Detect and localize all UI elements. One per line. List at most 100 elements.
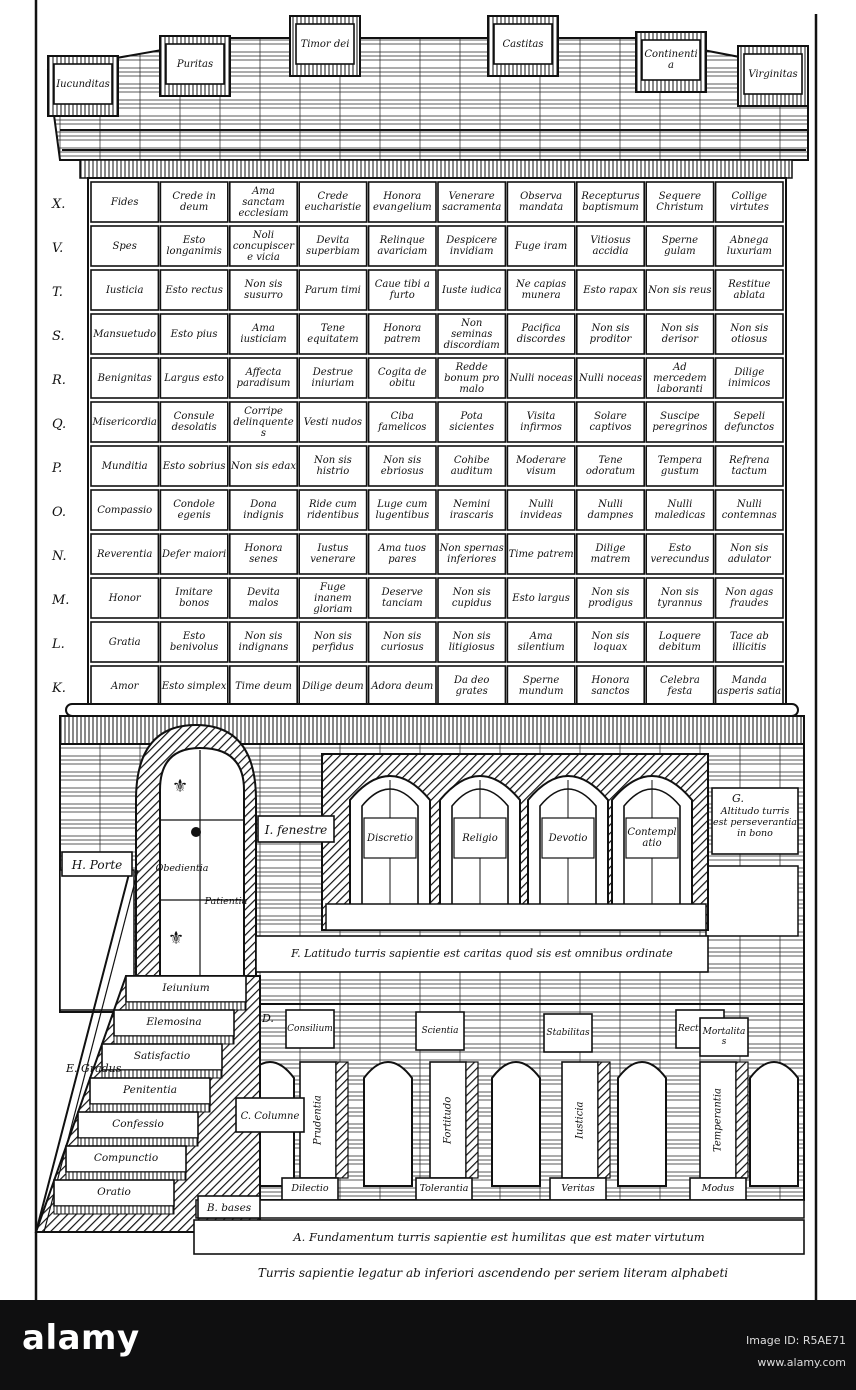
virtue-text: Non sis ebriosus [380,455,424,477]
virtue-text: Esto rectus [165,284,223,296]
virtue-text: Tene odoratum [585,455,636,477]
virtue-text: Dilige matrem [590,543,631,565]
virtue-text: Non sis litigiosus [448,631,495,653]
virtue-text: Consule desolatis [171,411,217,433]
virtue-text: Ama sanctam ecclesiam [238,185,289,219]
step-label: Oratio [97,1186,131,1199]
virtue-cell: Sperne gulam [645,225,715,267]
virtue-cell: Benignitas [90,357,160,399]
virtue-text: Non sis proditor [589,323,632,345]
virtue-cell: Esto simplex [159,665,229,707]
virtue-cell: Nulli contemnas [714,489,784,531]
label-altitudo: Altitudo turris est perseverantia in bon… [713,806,797,839]
stair-step: Confessio [77,1111,199,1147]
side-letter: S. [52,329,65,344]
virtue-text: Esto pius [170,328,218,340]
virtue-cell: Non sis loquax [575,621,645,663]
stair-step: Compunctio [65,1145,187,1181]
virtue-cell: Non sis otiosus [714,313,784,355]
virtue-cell: Visita infirmos [506,401,576,443]
virtue-text: Celebra festa [659,675,700,697]
virtue-cell: Devita malos [229,577,299,619]
virtue-text: Visita infirmos [520,411,562,433]
alamy-logo: alamy [22,1318,140,1358]
window-label: Contemplatio [627,827,677,849]
virtue-cell: Non sis histrio [298,445,368,487]
virtue-cell: Iusticia [90,269,160,311]
side-letter: P. [51,461,62,476]
virtue-cell: Time patrem [506,533,576,575]
virtue-cell: Restitue ablata [714,269,784,311]
stair-step: Satisfactio [101,1043,223,1079]
virtue-cell: Honor [90,577,160,619]
virtue-text: Parum timi [304,284,361,296]
virtue-cell: Luge cum lugentibus [367,489,437,531]
virtue-text: Despicere invidiam [446,235,498,257]
capital-label: Consilium [287,1024,333,1034]
virtue-text: Ama silentium [517,631,565,653]
virtue-text: Affecta paradisum [236,367,291,389]
label-porte: H. Porte [71,858,123,872]
virtue-text: Imitare bonos [175,587,213,609]
virtue-text: Gratia [108,636,141,648]
virtue-cell: Ne capias munera [506,269,576,311]
step-label: Compunctio [93,1152,159,1165]
virtue-text: Da deo grates [453,675,490,697]
captions: I. fenestre H. Porte Obedientia Patienti… [61,787,799,1280]
virtue-cell: Nulli maledicas [645,489,715,531]
virtue-text: Nulli noceas [509,372,573,384]
virtue-text: Dilige inimicos [728,367,771,389]
virtue-cell: Non spernas inferiores [437,533,507,575]
crown-merlon: Continentia [635,31,707,93]
side-letter: T. [52,285,63,300]
virtue-text: Cogita de obitu [377,367,427,389]
column-base: Modus [689,1177,747,1201]
column-shaft: Prudentia [299,1061,349,1179]
virtue-cell: Sperne mundum [506,665,576,707]
virtue-text: Sperne mundum [518,675,564,697]
virtue-text: Non sis histrio [313,455,352,477]
step-label: Elemosina [146,1016,202,1029]
virtue-text: Esto rapax [583,284,638,296]
arched-window: Discretio [349,775,431,913]
virtue-cell: Iuste iudica [437,269,507,311]
virtue-cell: Consule desolatis [159,401,229,443]
svg-text:⚜: ⚜ [168,928,184,949]
virtue-cell: Imitare bonos [159,577,229,619]
stair-step: Oratio [53,1179,175,1215]
crown-merlon: Castitas [487,15,559,77]
virtue-cell: Tace ab illicitis [714,621,784,663]
virtue-text: Esto verecundus [650,543,710,565]
virtue-cell: Despicere invidiam [437,225,507,267]
virtue-cell: Adora deum [367,665,437,707]
column-capital: Mortalitas [699,1017,749,1057]
virtue-cell: Non sis adulator [714,533,784,575]
arch [749,1061,799,1187]
virtue-cell: Sepeli defunctos [714,401,784,443]
virtue-cell: Esto benivolus [159,621,229,663]
virtue-cell: Solare captivos [575,401,645,443]
column-label: Fortitudo [442,1096,454,1144]
virtue-cell: Spes [90,225,160,267]
virtue-text: Nulli contemnas [721,499,777,521]
column-base: Tolerantia [415,1177,473,1201]
virtue-text: Non agas fraudes [725,587,774,609]
virtue-cell: Nulli noceas [506,357,576,399]
virtue-cell: Non sis litigiosus [437,621,507,663]
step-label: Satisfactio [133,1050,191,1063]
base-label: Modus [701,1182,735,1194]
virtue-text: Nulli maledicas [654,499,706,521]
virtue-text: Spes [112,240,137,252]
virtue-cell: Honora sanctos [575,665,645,707]
virtue-text: Esto sobrius [162,460,226,472]
crown-label: Timor dei [300,38,350,50]
virtue-text: Ad mercedem laboranti [653,361,707,395]
window-label: Devotio [548,832,588,844]
virtue-text: Munditia [101,460,148,472]
virtue-text: Iustus venerare [310,543,356,565]
virtue-text: Esto longanimis [166,235,222,257]
virtue-text: Nulli invideas [520,499,563,521]
side-letter: V. [52,241,63,256]
